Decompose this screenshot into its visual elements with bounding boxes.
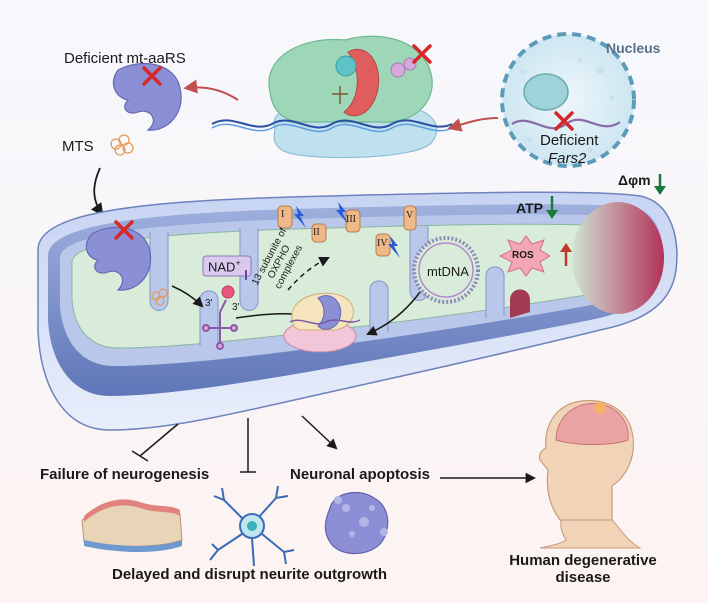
- atp-down-arrow: [546, 196, 558, 219]
- failure-neurogenesis-label: Failure of neurogenesis: [40, 466, 210, 483]
- human-disease-label: Human degenerative disease: [509, 552, 657, 586]
- mrna-strand: [211, 119, 453, 129]
- atp-label: ATP: [516, 200, 543, 216]
- apoptotic-cell: [324, 491, 389, 555]
- deficient-aars-label: Deficient mt-aaRS: [64, 50, 186, 67]
- mrna-strand-2: [211, 123, 453, 133]
- complex-4-label: IV: [377, 238, 388, 249]
- mts-peptide: [110, 134, 134, 156]
- arrow-aars-into-mito: [91, 167, 104, 217]
- complex-3-label: III: [346, 214, 356, 225]
- membrane-potential-label: Δφm: [618, 172, 651, 188]
- deficient-mark-nucleus: [554, 111, 574, 131]
- oxphos-complexes: [277, 205, 417, 257]
- nucleus: [500, 32, 636, 168]
- amino-acid: [221, 285, 235, 299]
- ros-up-arrow: [560, 243, 572, 266]
- mtdna-label: mtDNA: [427, 264, 469, 279]
- mt-aars-inside: [85, 220, 168, 306]
- trna-3prime-left: 3': [205, 298, 213, 309]
- arrow-mtdna-to-ribosome: [366, 291, 421, 336]
- mtdna: [412, 236, 480, 304]
- arrow-nucleus-to-ribosome: [447, 117, 499, 132]
- neuron-cell: [209, 485, 295, 567]
- mt-aars-protein: [110, 63, 182, 156]
- arrow-to-complexes: [287, 257, 330, 291]
- arrow-to-trna: [171, 285, 204, 308]
- nad-box: [202, 255, 252, 277]
- complex-5-label: V: [406, 210, 414, 221]
- trna: [202, 299, 238, 350]
- electron-bolts: [294, 202, 400, 258]
- neurite-outgrowth-label: Delayed and disrupt neurite outgrowth: [112, 566, 388, 583]
- neural-tissue: [81, 499, 183, 552]
- trna-3prime-right: 3': [232, 302, 240, 313]
- complex-1-label: I: [281, 209, 285, 220]
- deficient-label: Deficient: [540, 132, 599, 149]
- gene-label: Fars2: [548, 150, 587, 167]
- deficient-mark-aars: [142, 66, 162, 86]
- ros-label: ROS: [512, 250, 534, 261]
- nucleus-label: Nucleus: [606, 40, 661, 56]
- cytosolic-ribosome: [268, 35, 438, 159]
- deficient-mark-ribosome: [412, 44, 432, 64]
- human-head: [538, 400, 642, 549]
- mts-label: MTS: [62, 138, 94, 155]
- outcome-arrows: [131, 415, 537, 484]
- membrane-potential-down-arrow: [654, 174, 666, 195]
- neuronal-apoptosis-label: Neuronal apoptosis: [290, 466, 431, 483]
- ros-burst: [498, 235, 551, 277]
- mito-ribosome: [283, 292, 361, 353]
- nad-label: NAD+: [208, 258, 241, 275]
- complex-2-label: II: [313, 227, 320, 238]
- arrow-ribosome-to-aars: [183, 79, 239, 101]
